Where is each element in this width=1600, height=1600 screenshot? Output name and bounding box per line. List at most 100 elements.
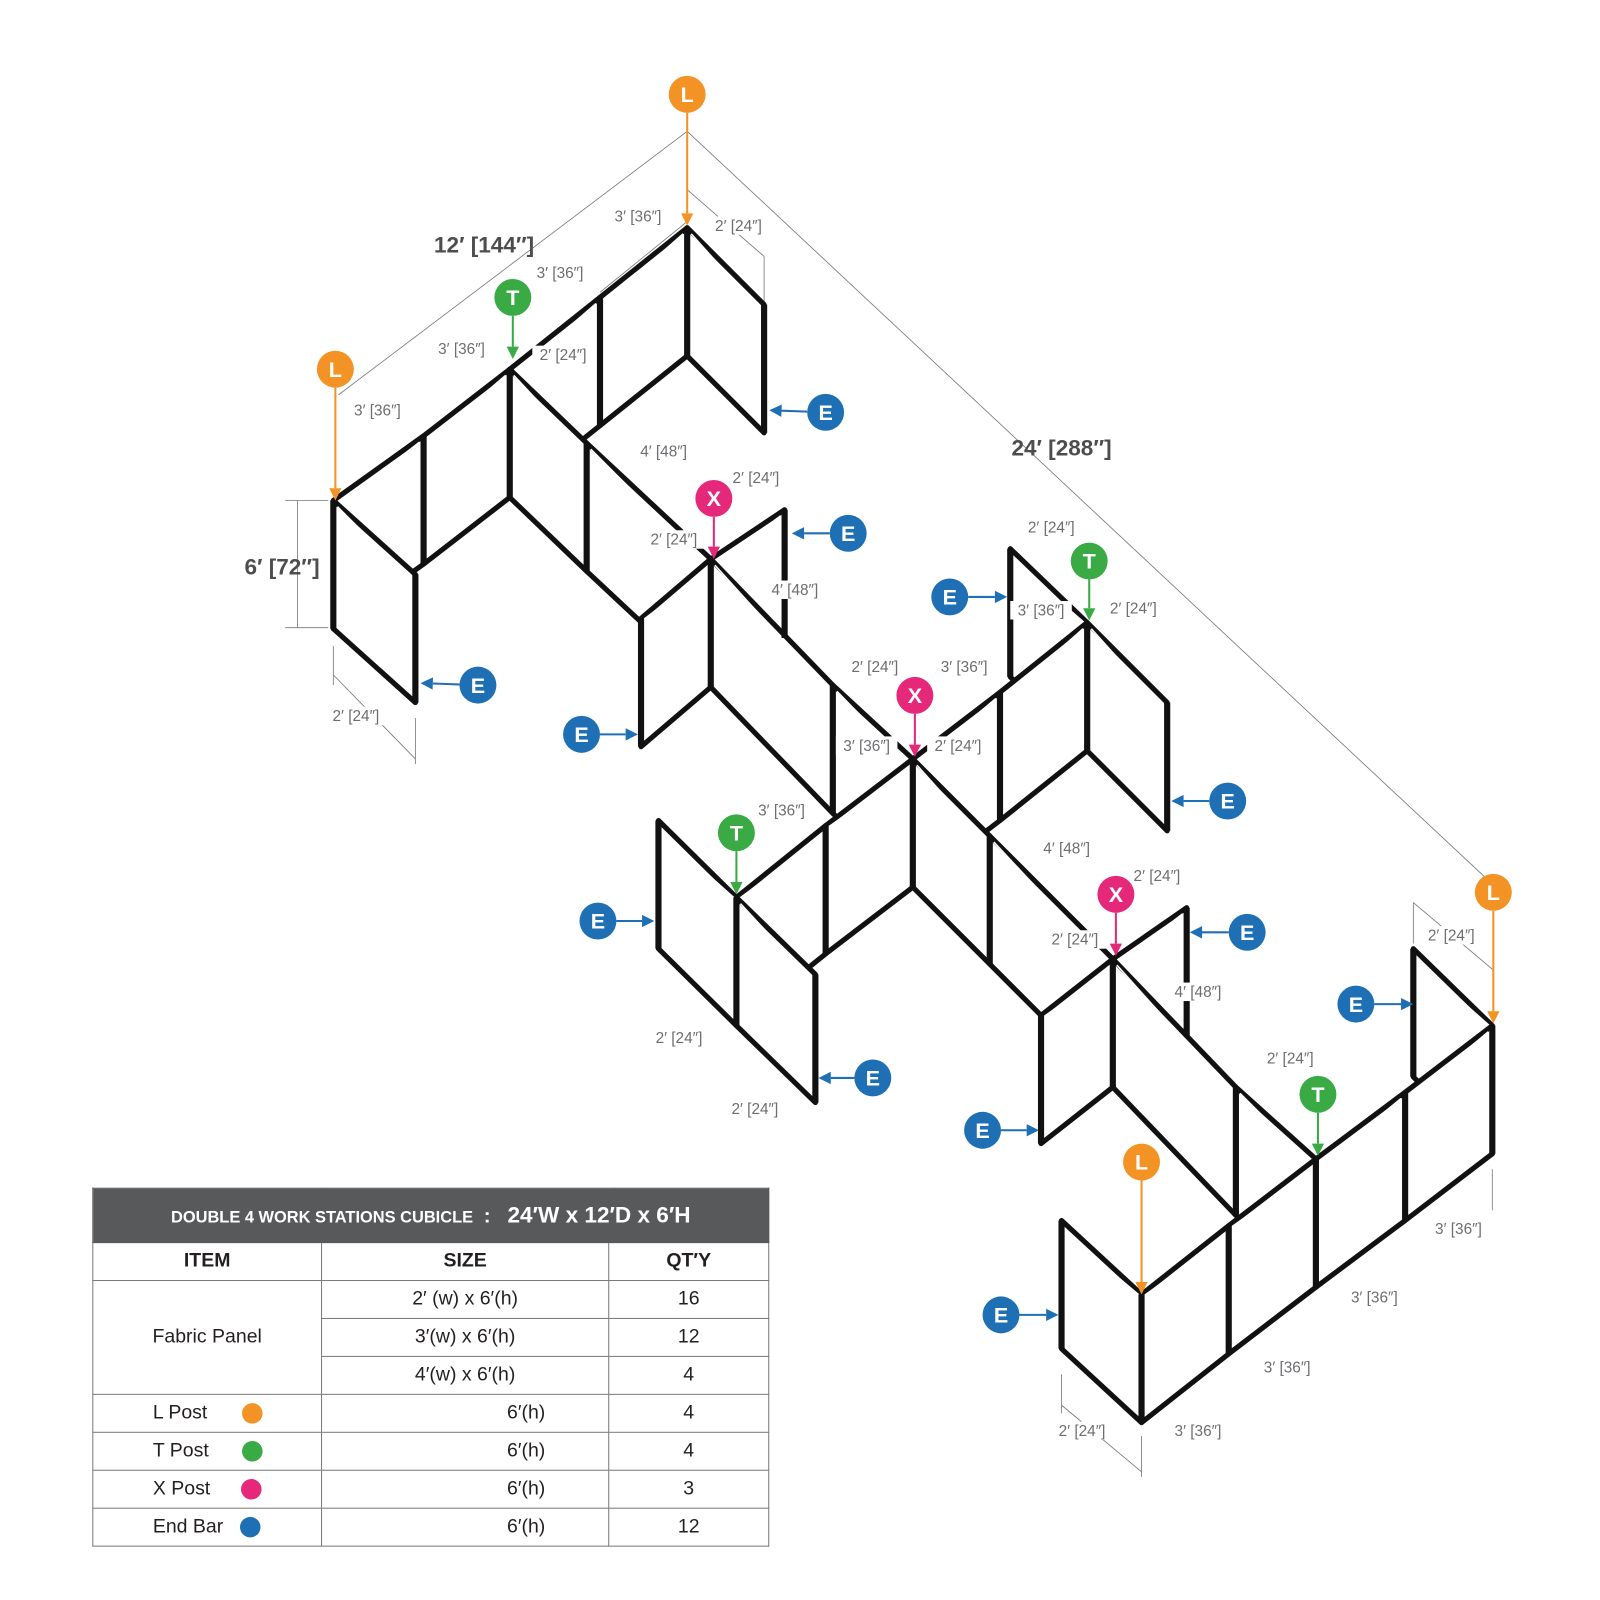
size-cell: 3′(w) x 6′(h) bbox=[321, 1317, 610, 1357]
qty-cell: 3 bbox=[608, 1469, 770, 1509]
dimension-label-bg bbox=[532, 345, 594, 365]
panel-highlight bbox=[714, 515, 781, 566]
dimension-label: 3′ [36″] bbox=[843, 738, 890, 755]
fabric-panel bbox=[1138, 1223, 1232, 1426]
dimension-label-bg bbox=[325, 706, 387, 726]
dimension-label: 2′ [24″] bbox=[731, 1101, 778, 1118]
end-bar-badge-icon bbox=[807, 393, 845, 431]
end-bar-callout: E bbox=[931, 578, 1008, 616]
arrow-head-icon bbox=[791, 527, 805, 540]
badge-letter: E bbox=[1349, 993, 1363, 1017]
dimension-label-bg bbox=[529, 263, 591, 283]
header-qty: QT′Y bbox=[608, 1242, 770, 1282]
dimension-label-bg bbox=[844, 657, 906, 676]
panel-highlight bbox=[1408, 1031, 1489, 1100]
panel-highlight bbox=[513, 303, 597, 376]
table-row: T Post 6′(h) 4 bbox=[92, 1431, 770, 1471]
badge-letter: T bbox=[1083, 550, 1096, 574]
dimension-label: 2′ [24″] bbox=[1110, 600, 1157, 617]
x-post-callout: X bbox=[1097, 875, 1135, 956]
dimension-label: 2′ [24″] bbox=[935, 738, 982, 755]
dimension-label-bg bbox=[927, 736, 989, 755]
dimension-label-bg bbox=[1343, 1288, 1406, 1307]
dimension-label-bg bbox=[764, 580, 826, 599]
end-bar-badge-icon bbox=[982, 1296, 1020, 1334]
dimension-label: 4′ [48″] bbox=[771, 582, 818, 599]
panel-highlight bbox=[731, 831, 831, 905]
qty-cell: 16 bbox=[608, 1279, 770, 1319]
panel-highlight bbox=[1056, 1226, 1147, 1302]
end-bar-callout: E bbox=[1337, 985, 1414, 1023]
fabric-panel bbox=[1313, 1089, 1408, 1290]
t-post-callout: T bbox=[1299, 1075, 1337, 1156]
dimension-labels: 3′ [36″] 2′ [24″] 3′ [36″] 3′ [36″] 2′ [24″]… bbox=[325, 207, 1490, 1440]
badge-letter: E bbox=[591, 910, 605, 934]
overall-width-label: 24′ [288″] bbox=[1011, 435, 1111, 460]
fabric-panel bbox=[421, 366, 513, 567]
end-bar-callout: E bbox=[769, 393, 845, 431]
arrow-head-icon bbox=[625, 728, 638, 741]
end-bar-badge-icon bbox=[1209, 782, 1247, 820]
arrow-head-icon bbox=[994, 590, 1008, 604]
l-post-badge-icon bbox=[316, 350, 354, 388]
arrow-head-icon bbox=[642, 914, 655, 928]
badge-letter: L bbox=[1487, 881, 1500, 905]
dimension-label-bg bbox=[1044, 930, 1106, 949]
badge-letter: E bbox=[471, 674, 485, 698]
end-bar-badge-icon bbox=[459, 666, 497, 704]
arrow-head-icon bbox=[1311, 1143, 1325, 1156]
badge-letter: E bbox=[975, 1119, 989, 1143]
item-cell: T Post bbox=[92, 1431, 323, 1471]
badge-letter: T bbox=[506, 286, 519, 310]
table-title-dimensions: 24′W x 12′D x 6′H bbox=[507, 1202, 691, 1228]
dimension-label-bg bbox=[1051, 1421, 1113, 1440]
dimension-label: 3′ [36″] bbox=[615, 209, 662, 226]
dimension-label-bg bbox=[1102, 598, 1165, 618]
dimension-label: 3′ [36″] bbox=[438, 341, 485, 358]
panel-highlight bbox=[1116, 964, 1233, 1094]
t-post-badge-icon bbox=[1070, 542, 1108, 580]
x-post-badge-icon bbox=[1097, 875, 1135, 913]
table-row: 4′(w) x 6′(h) 4 bbox=[93, 1355, 770, 1395]
badge-letter: L bbox=[1135, 1151, 1148, 1175]
parts-table: DOUBLE 4 WORK STATIONS CUBICLE : 24′W x … bbox=[92, 1187, 770, 1547]
dimension-label: 3′ [36″] bbox=[1018, 602, 1065, 619]
badge-letter: E bbox=[574, 723, 588, 747]
panel-highlight bbox=[714, 564, 830, 692]
arrow-head-icon bbox=[506, 346, 519, 359]
dimension-label-bg bbox=[1259, 1049, 1322, 1068]
qty-cell: 4 bbox=[608, 1431, 770, 1471]
header-size: SIZE bbox=[321, 1242, 610, 1282]
arrow-head-icon bbox=[1083, 608, 1096, 621]
qty-cell: 12 bbox=[608, 1507, 770, 1547]
panel-highlight bbox=[1136, 1231, 1234, 1302]
dimension-label-bg bbox=[1167, 1421, 1229, 1440]
badge-letter: E bbox=[1240, 921, 1254, 945]
dimension-label: 2′ [24″] bbox=[732, 470, 779, 487]
l-post-dot-icon bbox=[242, 1403, 263, 1424]
dimension-label: 2′ [24″] bbox=[1267, 1051, 1314, 1068]
table-row: End Bar 6′(h) 12 bbox=[92, 1507, 770, 1547]
arrow-head-icon bbox=[769, 404, 782, 417]
dimension-label: 2′ [24″] bbox=[715, 218, 762, 235]
qty-cell: 4 bbox=[608, 1355, 770, 1395]
t-post-badge-icon bbox=[1299, 1075, 1337, 1113]
dimension-label: 3′ [36″] bbox=[1264, 1359, 1311, 1376]
end-bar-callout: E bbox=[420, 666, 497, 704]
t-post-badge-icon bbox=[717, 814, 755, 852]
dimension-label: 3′ [36″] bbox=[941, 659, 988, 676]
guide-line bbox=[686, 130, 1493, 885]
badge-letter: E bbox=[994, 1304, 1008, 1328]
panel-highlight bbox=[427, 374, 507, 443]
size-cell: 6′(h) bbox=[321, 1393, 610, 1433]
arrow-head-icon bbox=[1135, 1282, 1148, 1295]
dimension-label-bg bbox=[648, 1028, 710, 1048]
end-bar-callout: E bbox=[1171, 782, 1247, 820]
x-post-badge-icon bbox=[896, 676, 934, 714]
table-row: L Post 6′(h) 4 bbox=[92, 1393, 770, 1433]
badge-letter: X bbox=[908, 684, 923, 708]
panel-highlight bbox=[1224, 1164, 1321, 1233]
t-post-badge-icon bbox=[494, 278, 532, 316]
end-bar-badge-icon bbox=[854, 1059, 892, 1097]
dimension-label: 3′ [36″] bbox=[1435, 1221, 1482, 1238]
